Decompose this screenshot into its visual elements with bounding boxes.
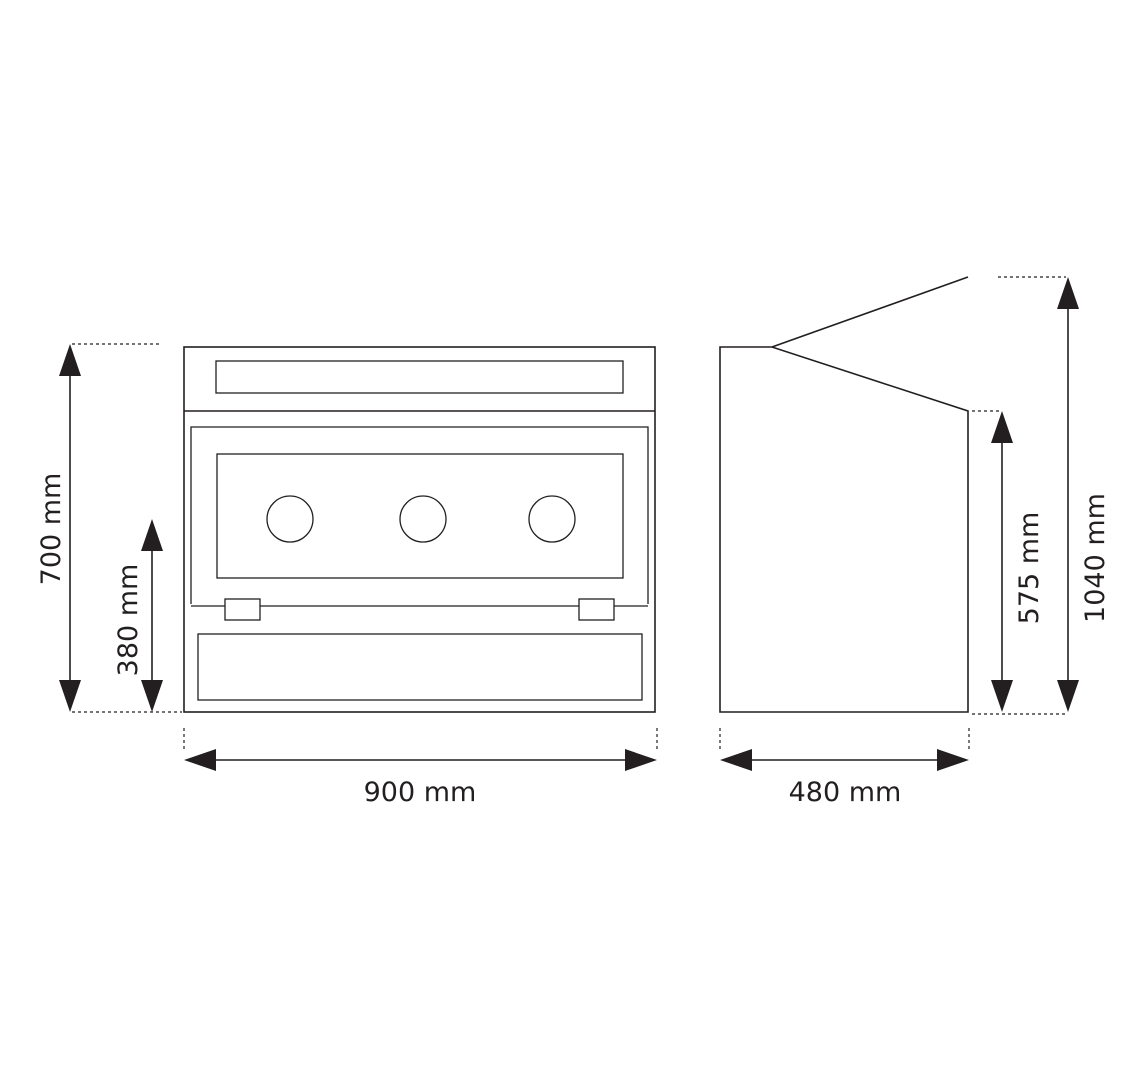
front-door-frame — [190, 426, 649, 604]
dimension-480: 480 mm — [719, 728, 970, 808]
side-lid-open — [771, 276, 969, 348]
arrow-down-1040 — [1057, 680, 1079, 712]
label-900: 900 mm — [364, 777, 477, 808]
arrow-left-480 — [720, 749, 752, 771]
label-1040: 1040 mm — [1080, 493, 1111, 623]
arrow-right-900 — [625, 749, 657, 771]
dimension-575: 575 mm — [972, 410, 1045, 712]
arrow-up-700 — [59, 344, 81, 376]
knob-1 — [266, 495, 314, 543]
side-outline — [719, 346, 969, 713]
arrow-down-575 — [991, 680, 1013, 712]
arrow-right-480 — [937, 749, 969, 771]
hinge-right — [578, 598, 615, 621]
front-control-panel — [216, 453, 624, 579]
front-view — [183, 346, 656, 713]
hinge-left — [224, 598, 261, 621]
knob-3 — [528, 495, 576, 543]
label-700: 700 mm — [36, 473, 67, 586]
dimension-380: 380 mm — [113, 519, 163, 712]
dimension-900: 900 mm — [183, 728, 658, 808]
arrow-down-380 — [141, 680, 163, 712]
front-top-panel — [215, 360, 624, 394]
label-575: 575 mm — [1014, 512, 1045, 625]
front-bottom-drawer — [197, 633, 643, 701]
label-380: 380 mm — [113, 564, 144, 677]
dimension-1040: 1040 mm — [972, 276, 1111, 715]
arrow-left-900 — [184, 749, 216, 771]
dimension-700: 700 mm — [36, 343, 182, 713]
label-480: 480 mm — [789, 777, 902, 808]
arrow-up-1040 — [1057, 277, 1079, 309]
front-outer-frame — [183, 346, 656, 713]
arrow-up-575 — [991, 411, 1013, 443]
arrow-up-380 — [141, 519, 163, 551]
knob-2 — [399, 495, 447, 543]
side-view — [719, 276, 969, 713]
arrow-down-700 — [59, 680, 81, 712]
